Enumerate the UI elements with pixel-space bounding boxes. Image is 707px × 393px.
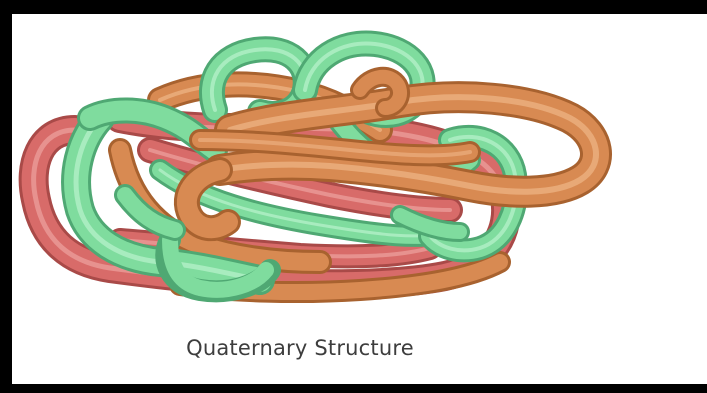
caption: Quaternary Structure <box>120 336 480 360</box>
protein-ribbon-tubes <box>34 43 596 292</box>
